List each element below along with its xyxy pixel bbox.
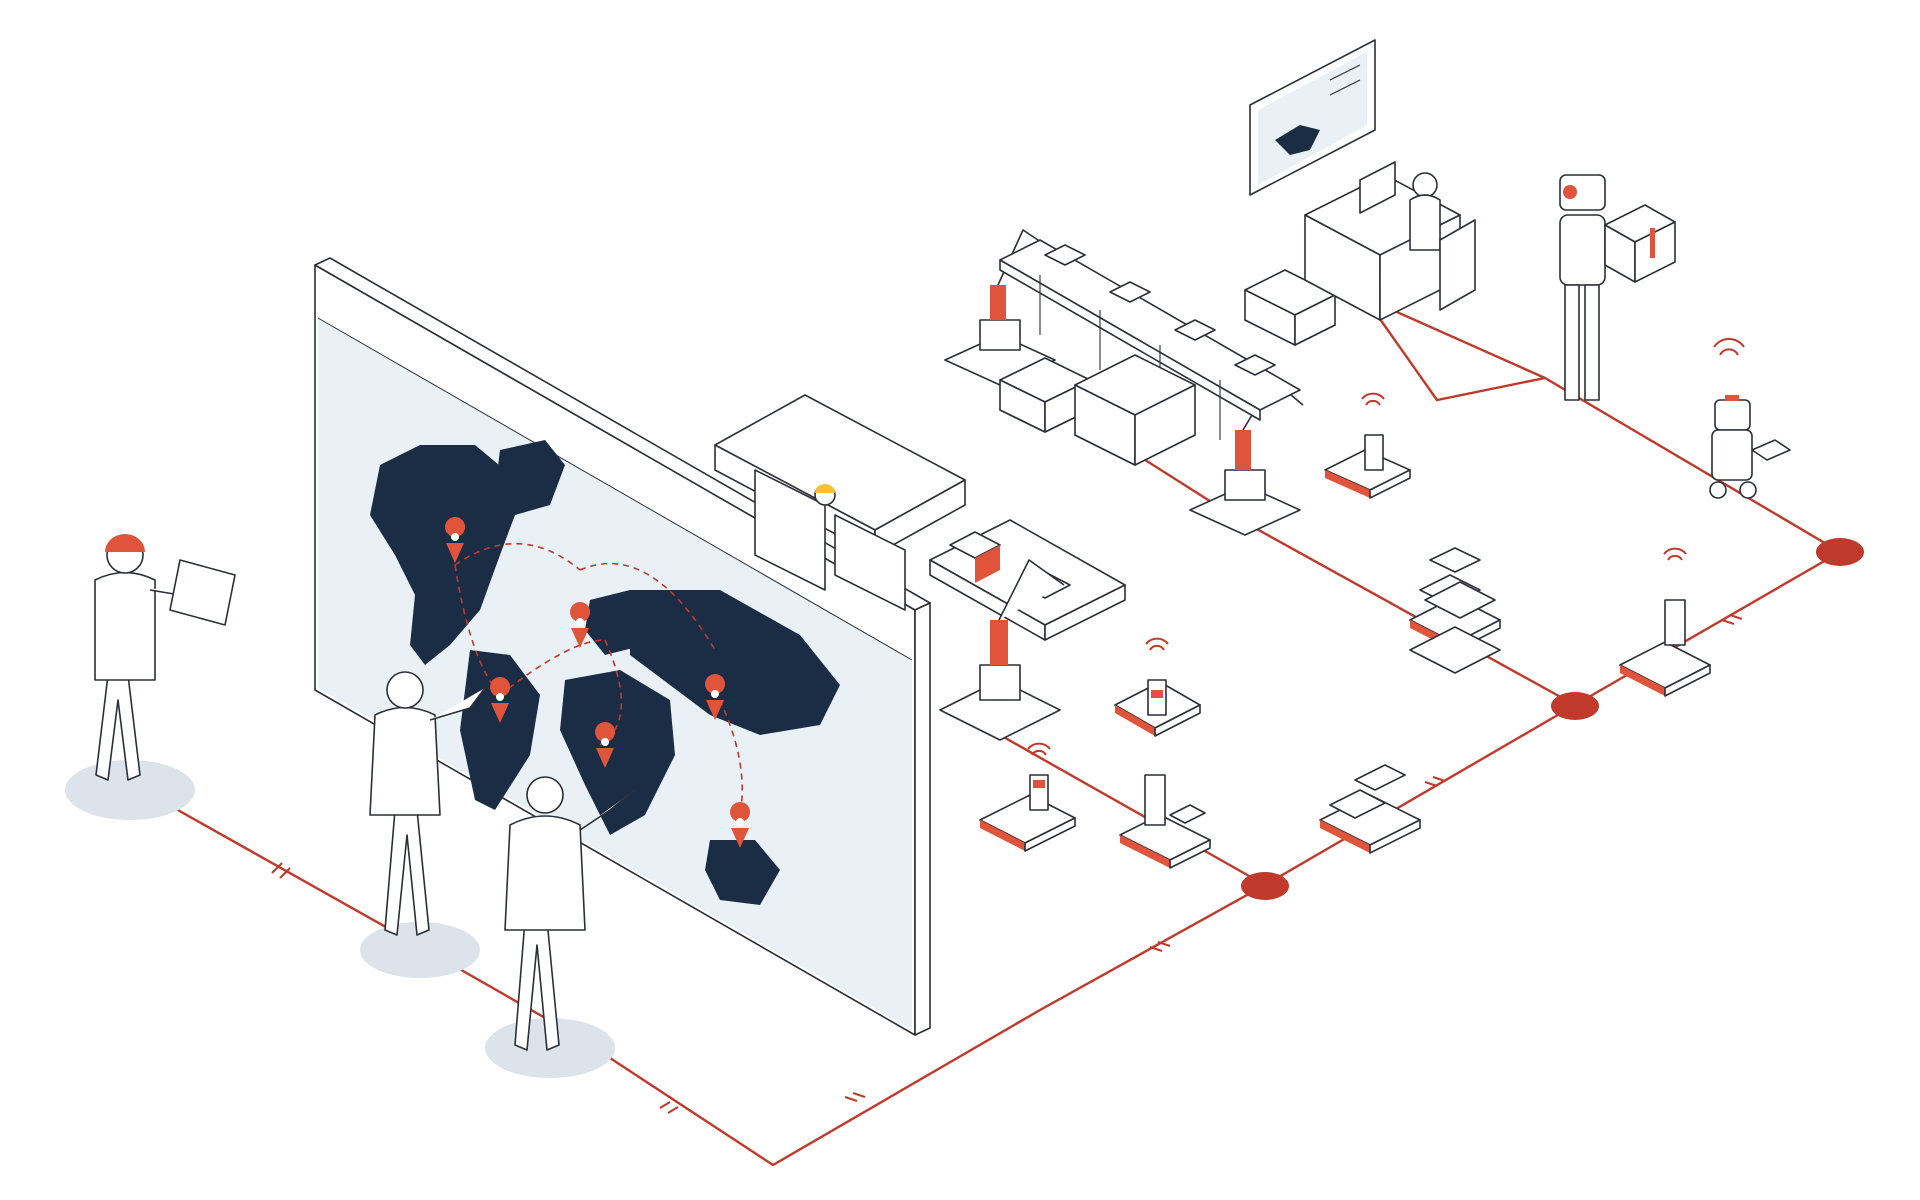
wifi-signal-icon — [1145, 637, 1169, 651]
africa-shape — [560, 670, 675, 835]
asia-shape — [630, 590, 840, 735]
location-pin-icon — [595, 722, 616, 768]
cardboard-box-icon — [1109, 281, 1151, 303]
agv-robot-icon — [1619, 547, 1711, 697]
flow-node-2 — [1551, 692, 1599, 720]
person-at-map — [504, 776, 636, 1051]
control-booth — [714, 394, 966, 611]
location-pin-icon — [490, 677, 511, 723]
north-america-shape — [370, 445, 515, 665]
flow-node-3 — [1816, 538, 1864, 566]
cardboard-box-icon — [1234, 354, 1276, 376]
greenland-shape — [495, 440, 565, 515]
world-map — [370, 440, 840, 905]
location-pin-icon — [705, 674, 726, 720]
conveyor-belt-upper — [999, 239, 1301, 440]
tablet-icon — [169, 559, 236, 626]
person-pointing — [369, 671, 486, 936]
cardboard-box-icon — [1044, 244, 1086, 266]
agv-robot-icon — [1324, 392, 1411, 499]
agv-robot-icon — [1319, 764, 1421, 854]
cardboard-box-icon — [949, 531, 1001, 583]
location-pins — [445, 517, 751, 848]
wifi-signal-icon — [1027, 742, 1051, 756]
flow-node-1 — [1241, 872, 1289, 900]
monitor-dashboard-icon — [1249, 39, 1376, 196]
box-pallet-center — [1074, 354, 1196, 466]
wifi-signal-icon — [1361, 392, 1385, 406]
south-america-shape — [460, 650, 540, 810]
agv-robot-icon — [979, 742, 1076, 852]
wifi-signal-icon — [1713, 338, 1745, 356]
flow-line-middle-upper — [1234, 515, 1576, 707]
location-pin-icon — [730, 802, 751, 848]
hard-hat-icon — [105, 534, 145, 552]
wifi-signal-icon — [1663, 547, 1687, 561]
delivery-robot-icon — [1709, 338, 1791, 499]
agv-robot-icon — [1409, 581, 1501, 674]
operator-desk — [1304, 161, 1476, 321]
cardboard-box-icon — [1174, 319, 1216, 341]
agv-robot-icon — [1119, 774, 1211, 869]
australia-shape — [705, 840, 780, 905]
flow-line-desk — [1369, 298, 1546, 380]
humanoid-robot-icon — [1559, 174, 1676, 401]
flow-line-middle — [999, 733, 1266, 887]
robotic-arm-front — [939, 559, 1065, 741]
location-pin-icon — [570, 602, 591, 648]
flow-direction-arrows — [271, 614, 1743, 1114]
location-pin-icon — [445, 517, 466, 563]
agv-robot-icon — [1114, 637, 1201, 737]
map-display-wall — [314, 257, 931, 1036]
person-with-tablet — [94, 534, 236, 781]
